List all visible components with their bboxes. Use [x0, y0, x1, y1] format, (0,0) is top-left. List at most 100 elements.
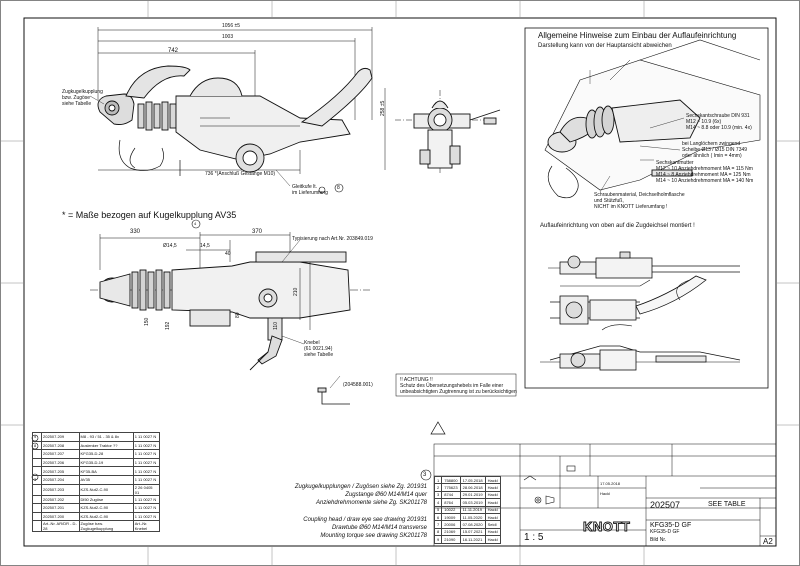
parts-table-cell: [32, 494, 42, 505]
parts-table-cell: Art.-Nr. AR/DR - D-28: [41, 520, 80, 533]
parts-table-cell: [32, 520, 42, 533]
parts-table-cell: 8: [32, 440, 42, 451]
parts-table-cell: 202507.204: [41, 474, 80, 485]
revision-cell: 6: [433, 512, 443, 522]
parts-table-cell: 1 11 0027 N: [132, 474, 161, 485]
note-mutter: Sechskantmutter M12 ~ 10 Anziehdrehmomen…: [656, 160, 754, 184]
parts-table-cell: 202507.206: [41, 457, 80, 468]
revision-cell: 1: [433, 475, 443, 485]
parts-table-cell: [32, 483, 42, 496]
drawing-title-1: KFG35-D GF: [650, 522, 692, 529]
parts-table-cell: 1 11 0027 N: [132, 466, 161, 476]
parts-table-cell: KFG35-D-19: [78, 457, 134, 468]
revision-cell: 3: [433, 490, 443, 500]
revision-cell: 9: [433, 535, 443, 544]
dim-736: 736 *(Anschluß Gestänge M10): [205, 171, 276, 177]
revision-cell: 17.05.2018: [459, 475, 486, 485]
see-table-label: SEE TABLE: [708, 501, 746, 508]
revision-cell: 20006: [441, 520, 461, 529]
parts-table-cell: 1 11 0027 N: [132, 432, 161, 442]
footnote-number: 4: [194, 221, 197, 226]
side-view-top: [97, 27, 386, 194]
revision-cell: Hackl: [484, 527, 501, 537]
revision-cell: Hackl: [484, 512, 501, 522]
parts-table-cell: 2 26 0405 01: [132, 483, 161, 496]
parts-table-cell: [32, 511, 42, 522]
install-view-top: [544, 39, 761, 199]
parts-table-cell: 3: [32, 474, 42, 485]
dim-14-5: 14,5: [200, 243, 210, 249]
parts-table-cell: 202507.207: [41, 449, 80, 459]
dim-1003: 1003: [222, 34, 234, 40]
sheet-size: A2: [763, 537, 773, 546]
parts-table-cell: 1 11 0027 N: [132, 440, 161, 451]
parts-table-cell: AV35: [78, 474, 134, 485]
dim-40: 40: [225, 251, 231, 257]
projection-symbol-icon: [523, 465, 576, 505]
front-view-top: [395, 90, 501, 175]
callout-typisierung: Typisierung nach Art.Nr. 203849.019: [292, 236, 373, 242]
drawing-subtitle: Bild Nr.: [650, 537, 667, 543]
note-schraubenmaterial: Schraubenmaterial, Deichselholmflasche u…: [594, 192, 685, 210]
revision-cell: 11.11.2019: [459, 505, 486, 514]
revision-cell: 16.11.2021: [459, 535, 486, 544]
parts-table-cell: [32, 466, 42, 476]
dim-192: 192: [165, 321, 171, 330]
dim-210: 210: [293, 287, 299, 296]
parts-table-cell: Auslenker Traktor ??: [78, 440, 134, 451]
revision-cell: 2: [433, 483, 443, 492]
revision-cell: 05.03.2019: [459, 498, 486, 507]
parts-table-cell: 202507.205: [41, 466, 80, 476]
parts-table-cell: 1 11 0027 N: [132, 449, 161, 459]
revision-cell: 8744: [441, 490, 461, 500]
parts-table-cell: [32, 449, 42, 459]
revision-cell: 775623: [441, 483, 461, 492]
dim-110: 110: [273, 322, 279, 330]
revision-cell: Hackl: [484, 490, 501, 500]
brand-logo: KNOTT: [583, 519, 631, 535]
revision-cell: Hackl: [484, 483, 501, 492]
dim-overall: 1056 ±5: [222, 23, 241, 29]
revision-cell: Hackl: [484, 535, 501, 544]
revision-cell: 8764: [441, 498, 461, 507]
revision-cell: Seidl: [484, 520, 501, 529]
callout-number-3: 3: [423, 472, 427, 478]
revision-cell: 10022: [441, 505, 461, 514]
parts-table-cell: 202507.203: [41, 483, 80, 496]
revision-cell: 19009: [441, 512, 461, 522]
footnote-ball-coupling: * = Maße bezogen auf Kugelkupplung AV35: [62, 210, 237, 220]
revision-cell: Hackl: [484, 498, 501, 507]
parts-table-cell: Dl50 Zugöse: [78, 494, 134, 505]
parts-table-cell: Zugöse bzw. Zugkugelkupplung: [78, 520, 134, 533]
part-ref: (204588.001): [343, 382, 373, 388]
scale: 1 : 5: [524, 532, 544, 543]
dim-258: 258 ±5: [380, 100, 386, 116]
revision-cell: 7: [433, 520, 443, 529]
dim-80: 80: [235, 312, 241, 318]
dim-dia145: Ø14,5: [163, 243, 177, 249]
note-langloch: bei Langlöchern zwingend Scheibe Ø13 / Ø…: [682, 141, 748, 159]
parts-table-cell: 202507.200: [41, 511, 80, 522]
revision-cell: 4: [433, 498, 443, 507]
parts-table-cell: 1 11 0027 N: [132, 457, 161, 468]
note-montiert: Auflaufeinrichtung von oben auf die Zugd…: [540, 223, 695, 229]
callout-zugkugel: Zugkugelkupplung bzw. Zugöse siehe Tabel…: [62, 89, 103, 107]
callout-gleitkufe: Gleitkufe lt. im Lieferumfang: [292, 184, 328, 196]
callout-number-8: 8: [337, 185, 340, 191]
dim-150: 150: [144, 317, 150, 326]
parts-table-cell: [32, 503, 42, 513]
